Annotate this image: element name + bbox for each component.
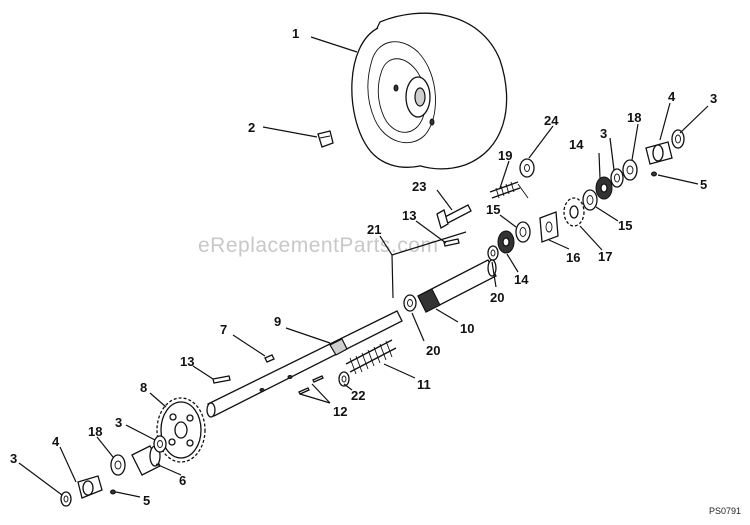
callout-5-lower: 5 [143, 493, 150, 508]
callout-15-left: 15 [486, 202, 500, 217]
callout-23: 23 [412, 179, 426, 194]
callout-3-lower-mid: 3 [115, 415, 122, 430]
callout-14-upper: 14 [569, 137, 584, 152]
callout-21: 21 [367, 222, 381, 237]
part-washer-14-lower [497, 230, 515, 254]
part-plate-16 [539, 211, 559, 243]
callout-4-lower: 4 [52, 434, 60, 449]
callout-17: 17 [598, 249, 612, 264]
callout-20-lower: 20 [426, 343, 440, 358]
callout-19: 19 [498, 148, 512, 163]
callout-3-lower-left: 3 [10, 451, 17, 466]
part-compression-spring [345, 339, 397, 375]
callout-18-lower: 18 [88, 424, 102, 439]
callout-labels: 1 2 3 3 3 3 4 4 5 5 6 7 8 9 10 11 12 13 … [10, 26, 717, 508]
callout-3-upper-mid: 3 [600, 126, 607, 141]
callout-16: 16 [566, 250, 580, 265]
callout-18-upper: 18 [627, 110, 641, 125]
part-collar-14-upper [595, 176, 613, 200]
callout-15-right: 15 [618, 218, 632, 233]
callout-4-upper: 4 [668, 89, 676, 104]
callout-13-lower: 13 [180, 354, 194, 369]
part-key-13-upper [443, 238, 460, 247]
callout-10: 10 [460, 321, 474, 336]
part-ring-15-left [515, 221, 531, 243]
callout-11: 11 [417, 377, 431, 392]
part-sprocket-17 [563, 197, 585, 227]
callout-20-upper: 20 [490, 290, 504, 305]
part-pins-12 [298, 375, 324, 395]
callout-9: 9 [274, 314, 281, 329]
part-clip [317, 130, 334, 148]
callout-7: 7 [220, 322, 227, 337]
callout-1: 1 [292, 26, 299, 41]
part-key-13-lower [212, 375, 231, 384]
part-washer-22 [338, 371, 350, 387]
part-bushing-lower [403, 294, 417, 312]
callout-6: 6 [179, 473, 186, 488]
part-washer-3-lower-mid [153, 435, 167, 453]
part-key-7 [264, 354, 275, 363]
part-axle-shaft [206, 310, 403, 418]
callout-8: 8 [140, 380, 147, 395]
part-torsion-spring [489, 181, 529, 199]
callout-24: 24 [544, 113, 559, 128]
callout-5-upper: 5 [700, 177, 707, 192]
callout-12: 12 [333, 404, 347, 419]
callout-2: 2 [248, 120, 255, 135]
part-ring-15-right [582, 189, 598, 211]
callout-3-upper-right: 3 [710, 91, 717, 106]
part-bushing-upper [487, 245, 499, 261]
part-sleeve-6 [131, 445, 161, 476]
part-hub-4-lower [77, 475, 103, 499]
callout-14-lower: 14 [514, 272, 529, 287]
part-bearing-18-lower [110, 454, 126, 476]
part-washer-3-upper-right [671, 129, 685, 149]
part-bearing-18-upper [622, 159, 638, 181]
part-wheel-tire [351, 12, 508, 170]
part-nut-5-upper [651, 171, 657, 177]
part-hub-4-upper [645, 141, 673, 165]
watermark-text: eReplacementParts.com [198, 234, 438, 257]
part-nut-24 [519, 158, 535, 178]
callout-13-upper: 13 [402, 208, 416, 223]
leader-lines [18, 36, 709, 498]
part-gear [156, 397, 206, 463]
callout-22: 22 [351, 388, 365, 403]
part-nut-5-lower [110, 489, 116, 495]
part-bolt-23 [436, 204, 472, 229]
figure-code: PS0791 [709, 506, 741, 516]
part-washer-3-upper-mid [610, 168, 624, 188]
part-washer-3-lower-left [60, 491, 72, 507]
part-knurled-tube [417, 259, 497, 313]
